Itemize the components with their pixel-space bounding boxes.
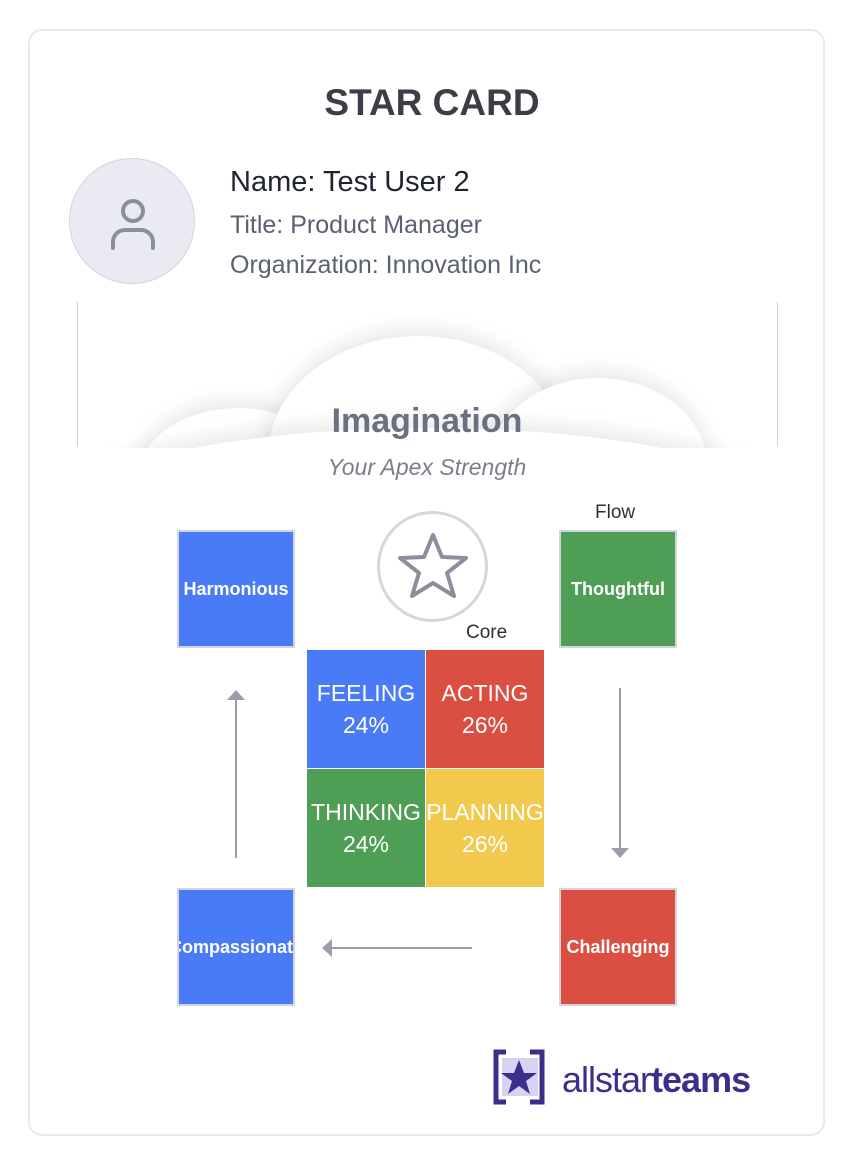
user-icon	[111, 199, 155, 250]
divider-right	[777, 302, 778, 446]
quadrant-percent: 26%	[461, 712, 509, 738]
quadrant-percent: 26%	[461, 831, 509, 857]
flow-attribute-label: Thoughtful	[571, 578, 665, 599]
arrow-down-icon	[611, 688, 629, 858]
arrow-left-icon	[322, 939, 472, 957]
user-organization: Organization: Innovation Inc	[230, 251, 542, 279]
quadrant-feeling: FEELING 24%	[307, 650, 425, 768]
brand-name: allstarteams	[562, 1059, 751, 1101]
quadrant-label: THINKING	[311, 799, 421, 825]
user-title: Title: Product Manager	[230, 211, 482, 239]
user-name: Name: Test User 2	[230, 166, 470, 198]
avatar	[69, 158, 195, 284]
brand-name-bold: teams	[651, 1059, 751, 1100]
quadrant-planning: PLANNING 26%	[426, 769, 544, 887]
apex-strength-subtitle: Your Apex Strength	[327, 454, 527, 480]
apex-strength-name: Imagination	[331, 402, 523, 440]
arrow-up-icon	[227, 690, 245, 858]
flow-attribute-label: Harmonious	[183, 578, 289, 599]
flow-attribute-bottom-left: Compassionate	[177, 888, 295, 1006]
flow-attribute-label: Compassionate	[179, 936, 294, 957]
quadrant-label: ACTING	[441, 680, 529, 706]
quadrant-acting: ACTING 26%	[426, 650, 544, 768]
flow-attribute-label: Challenging	[566, 936, 670, 957]
flow-attribute-top-right: Thoughtful	[559, 530, 677, 648]
quadrant-label: PLANNING	[426, 799, 544, 825]
divider-left	[77, 302, 78, 446]
quadrant-thinking: THINKING 24%	[307, 769, 425, 887]
star-icon	[398, 533, 468, 598]
flow-attribute-bottom-right: Challenging	[559, 888, 677, 1006]
apex-star-badge	[377, 511, 488, 622]
quadrant-percent: 24%	[342, 831, 390, 857]
quadrant-label: FEELING	[316, 680, 416, 706]
flow-attribute-top-left: Harmonious	[177, 530, 295, 648]
allstarteams-logo-icon	[493, 1049, 545, 1105]
brand-name-light: allstar	[562, 1059, 652, 1100]
card-title: STAR CARD	[324, 82, 540, 123]
cloud-backdrop	[78, 318, 776, 448]
quadrant-percent: 24%	[342, 712, 390, 738]
core-label: Core	[466, 622, 508, 643]
flow-label: Flow	[595, 502, 636, 523]
